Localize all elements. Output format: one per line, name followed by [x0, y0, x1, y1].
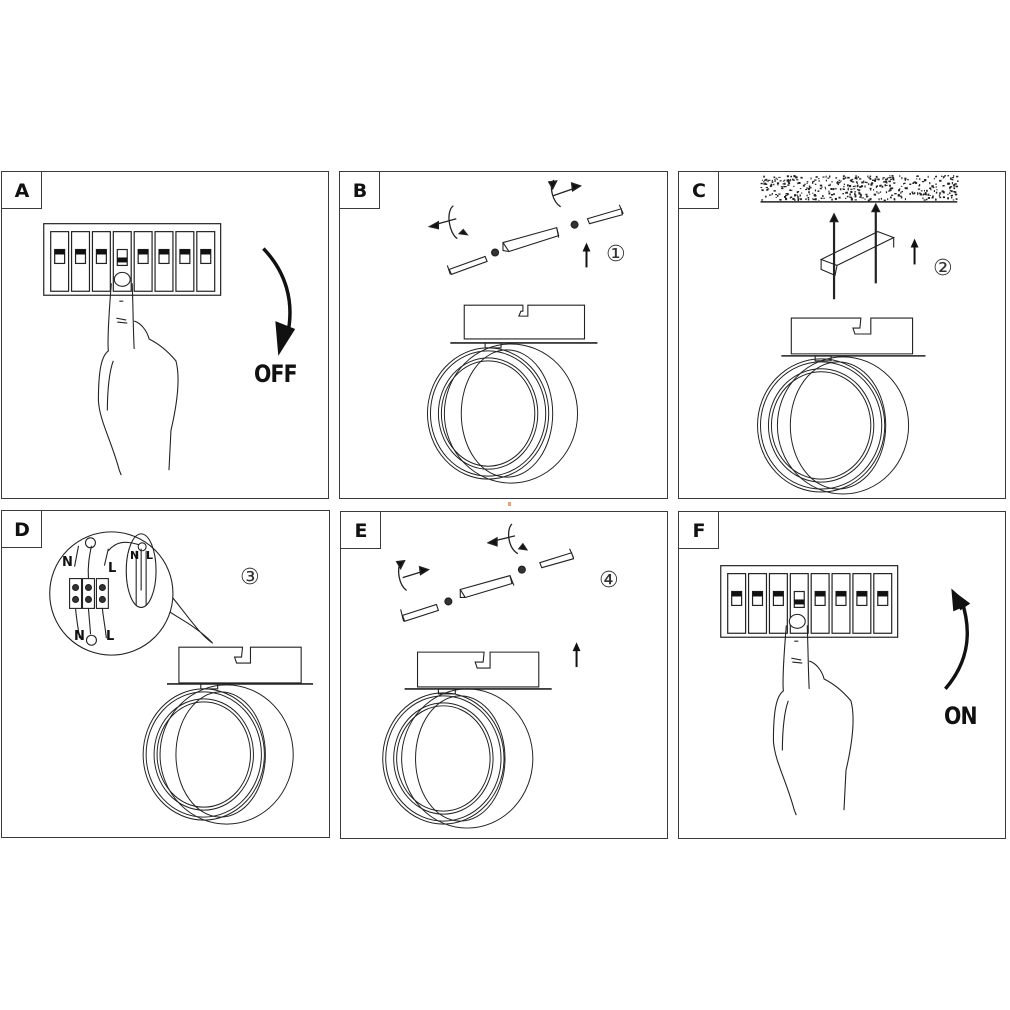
- breaker-pole: [810, 573, 830, 634]
- junction-box: [404, 651, 552, 695]
- junction-box: [781, 317, 926, 362]
- breaker-pole: [196, 231, 216, 292]
- ring-lamp: [757, 356, 910, 495]
- bracket-exploded: [400, 548, 575, 623]
- breaker-pole: [133, 231, 153, 292]
- panel-b: B ①: [339, 171, 668, 499]
- junction-box: [450, 304, 598, 349]
- breaker-pole: [70, 231, 91, 292]
- panel-label-box: [340, 172, 380, 209]
- panel-label: F: [692, 519, 706, 542]
- rotate-screw-icon: [427, 179, 583, 240]
- breaker-toggle-selected: [793, 590, 805, 609]
- curved-arrow-up-icon: [944, 598, 970, 691]
- panel-d: D N L N L N L ③: [1, 510, 330, 838]
- panel-label-box: [679, 172, 719, 209]
- live-label-bottom: L: [106, 629, 115, 644]
- cable-live-label: L: [146, 549, 154, 562]
- step-number: ③: [240, 565, 260, 590]
- breaker-pole: [112, 231, 132, 292]
- arrow-head-down: [275, 321, 296, 356]
- neutral-label-top: N: [62, 555, 73, 570]
- panel-label: C: [692, 179, 706, 202]
- panel-f: F ON: [678, 511, 1006, 839]
- bracket-fixing-illustration: [382, 523, 581, 829]
- breaker-pole: [873, 573, 893, 634]
- breaker-toggle: [95, 248, 107, 265]
- breaker-housing: [720, 565, 899, 638]
- breaker-pole: [727, 573, 747, 634]
- breaker-pole: [154, 231, 174, 292]
- step-number: ①: [606, 242, 626, 267]
- breaker-pole: [789, 573, 809, 634]
- bracket-assembly-illustration: [426, 179, 624, 484]
- live-label-top: L: [108, 561, 117, 576]
- step-number: ②: [933, 256, 953, 281]
- breaker-toggle: [158, 248, 170, 265]
- stray-mark: [508, 502, 511, 506]
- off-label: OFF: [254, 360, 298, 388]
- arrow-up-icon: [582, 242, 591, 268]
- panel-label-box: [679, 512, 719, 549]
- ceiling-surface: [760, 174, 959, 202]
- breaker-toggle: [137, 248, 149, 265]
- breaker-pole: [175, 231, 195, 292]
- panel-label-box: [341, 512, 381, 549]
- ring-lamp: [142, 684, 294, 825]
- breaker-pole: [50, 231, 70, 292]
- step-number: ④: [599, 568, 619, 593]
- wiring-detail-callout: [49, 531, 214, 656]
- breaker-pole: [831, 573, 851, 634]
- panel-label: D: [14, 518, 30, 541]
- breaker-pole: [91, 231, 111, 292]
- breaker-toggle: [200, 248, 212, 265]
- panel-label: B: [352, 179, 368, 202]
- hand-pressing-icon: [97, 271, 179, 476]
- circuit-breaker-panel: [720, 565, 899, 638]
- breaker-toggle-selected: [116, 248, 128, 267]
- breaker-toggle: [54, 248, 66, 265]
- panel-label: E: [354, 519, 368, 542]
- panel-label-box: [2, 172, 42, 209]
- breaker-pole: [768, 573, 788, 634]
- panel-a: A OFF: [1, 171, 329, 499]
- arrow-up-icon: [572, 642, 581, 668]
- breaker-switch-on-illustration: [720, 565, 971, 816]
- ring-lamp: [382, 688, 534, 829]
- ring-lamp: [426, 343, 579, 484]
- bracket-with-screws: [819, 202, 896, 300]
- curved-arrow-down-icon: [262, 247, 292, 337]
- breaker-pole: [852, 573, 872, 634]
- hand-pressing-icon: [772, 613, 854, 816]
- breaker-toggle: [179, 248, 191, 265]
- breaker-switch-off-illustration: [43, 223, 296, 476]
- on-label: ON: [944, 702, 978, 730]
- wiring-connection-illustration: [49, 531, 314, 825]
- panel-label-box: [2, 511, 42, 548]
- breaker-toggle: [74, 248, 87, 265]
- cable-neutral-label: N: [130, 549, 140, 562]
- panel-e: E ④: [340, 511, 668, 839]
- ceiling-mount-illustration: [757, 174, 959, 495]
- junction-box: [166, 646, 314, 690]
- panel-label: A: [14, 179, 30, 202]
- rotate-screw-icon: [395, 523, 529, 592]
- arrow-up-icon: [910, 238, 919, 265]
- bracket-exploded: [446, 204, 624, 276]
- neutral-label-bottom: N: [74, 629, 85, 644]
- breaker-pole: [747, 573, 768, 634]
- circuit-breaker-panel: [43, 223, 222, 296]
- panel-c: C ②: [678, 171, 1006, 499]
